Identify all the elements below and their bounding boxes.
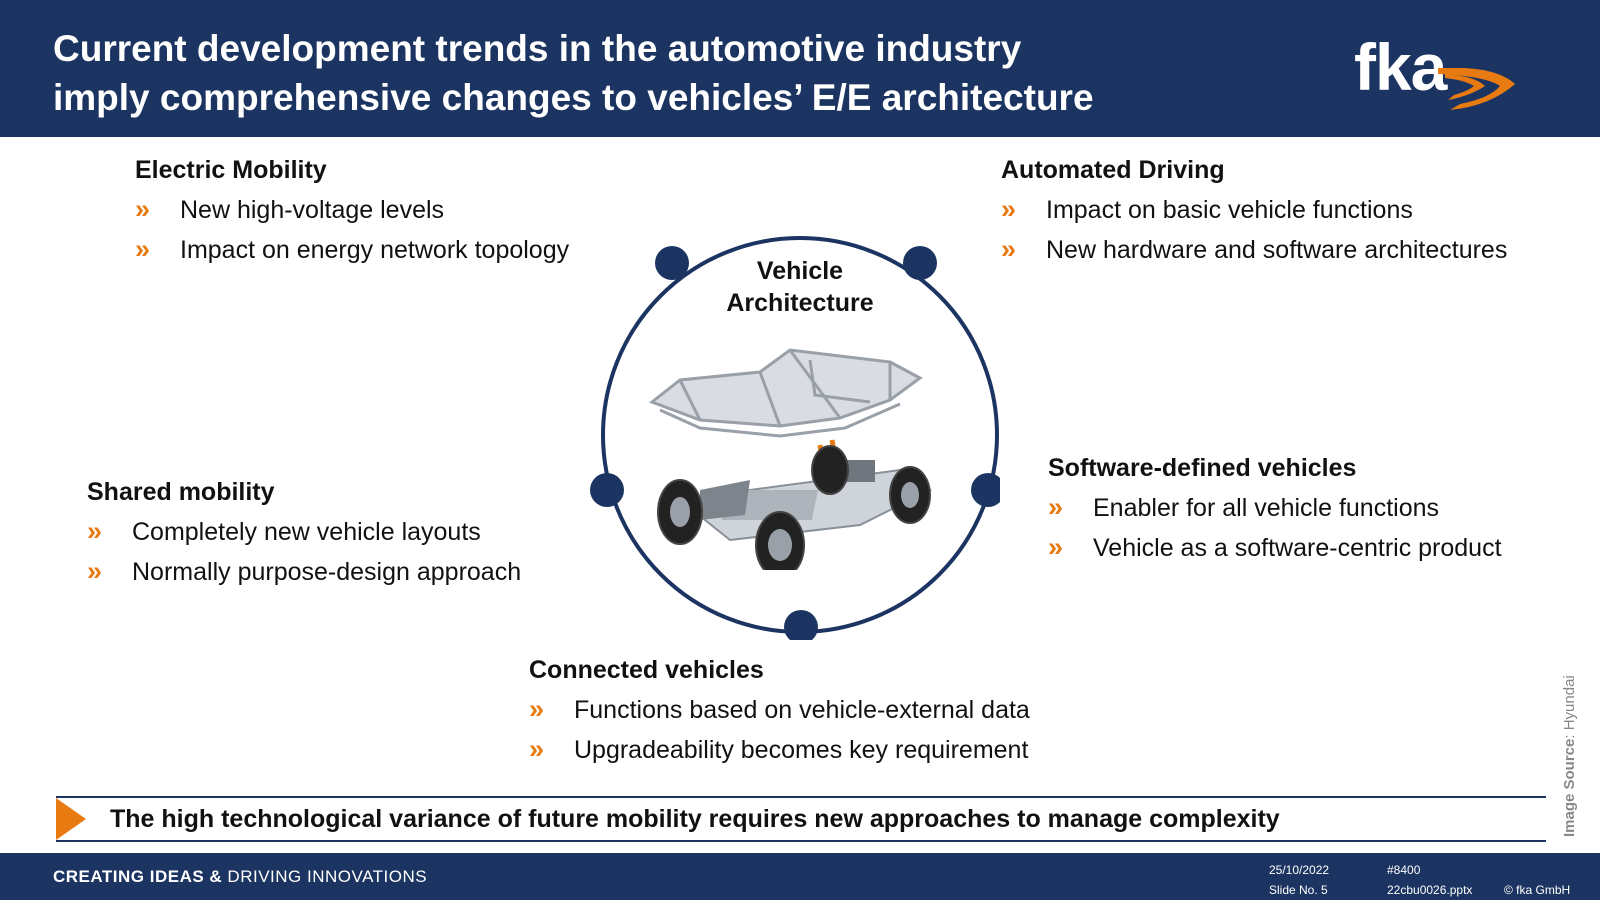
architecture-ring (590, 236, 1000, 640)
trend-connected-vehicles: Connected vehicles »Functions based on v… (529, 656, 1030, 776)
list-item: »Normally purpose-design approach (87, 556, 522, 586)
image-source-credit: Image Source: Hyundai (1561, 675, 1578, 837)
list-item: »New high-voltage levels (135, 194, 445, 224)
chevron-bullet-icon: » (529, 694, 545, 724)
slide-title: Current development trends in the automo… (53, 24, 1303, 122)
trend-title: Connected vehicles (529, 656, 764, 684)
slide-title-line-1: Current development trends in the automo… (53, 28, 1022, 69)
chevron-bullet-icon: » (1048, 492, 1064, 522)
chevron-bullet-icon: » (1001, 234, 1017, 264)
chevron-bullet-icon: » (529, 734, 545, 764)
fka-logo-text: fka (1354, 30, 1447, 104)
ring-node-shared-mobility (590, 473, 624, 507)
conclusion-bar: The high technological variance of futur… (56, 796, 1546, 842)
list-item: »Upgradeability becomes key requirement (529, 734, 1029, 764)
ring-node-software-defined (971, 473, 1000, 507)
list-item: »Completely new vehicle layouts (87, 516, 481, 546)
chevron-bullet-icon: » (135, 194, 151, 224)
chevron-bullet-icon: » (135, 234, 151, 264)
ring-node-connected-vehicles (784, 610, 818, 640)
footer-slide-number: Slide No. 5 (1269, 883, 1328, 897)
play-arrow-icon (56, 798, 86, 840)
chevron-bullet-icon: » (1001, 194, 1017, 224)
chevron-bullet-icon: » (87, 516, 103, 546)
ring-node-automated-driving (903, 246, 937, 280)
list-item: »Enabler for all vehicle functions (1048, 492, 1440, 522)
footer-copyright: © fka GmbH (1504, 883, 1571, 897)
trend-shared-mobility: Shared mobility »Completely new vehicle … (87, 478, 521, 598)
slide-title-line-2: imply comprehensive changes to vehicles’… (53, 77, 1094, 118)
trend-title: Shared mobility (87, 478, 275, 506)
footer-date: 25/10/2022 (1269, 863, 1330, 877)
list-item: »Functions based on vehicle-external dat… (529, 694, 1030, 724)
trend-title: Automated Driving (1001, 156, 1225, 184)
list-item: »Impact on basic vehicle functions (1001, 194, 1413, 224)
header-bar: Current development trends in the automo… (0, 0, 1600, 137)
list-item: »New hardware and software architectures (1001, 234, 1508, 264)
footer-doc-number: #8400 (1387, 863, 1421, 877)
trend-electric-mobility: Electric Mobility »New high-voltage leve… (135, 156, 569, 276)
list-item: »Impact on energy network topology (135, 234, 570, 264)
footer-bar: CREATING IDEAS & DRIVING INNOVATIONS 25/… (0, 853, 1600, 900)
trend-title: Software-defined vehicles (1048, 454, 1357, 482)
chevron-bullet-icon: » (1048, 532, 1064, 562)
vehicle-architecture-label: Vehicle Architecture (726, 257, 874, 317)
conclusion-text: The high technological variance of futur… (110, 805, 1280, 833)
trend-automated-driving: Automated Driving »Impact on basic vehic… (1001, 156, 1507, 276)
chevron-bullet-icon: » (87, 556, 103, 586)
trend-title: Electric Mobility (135, 156, 327, 184)
list-item: »Vehicle as a software-centric product (1048, 532, 1502, 562)
trend-software-defined-vehicles: Software-defined vehicles »Enabler for a… (1048, 454, 1502, 574)
footer-slogan: CREATING IDEAS & DRIVING INNOVATIONS (53, 867, 428, 886)
fka-logo: fka (1350, 34, 1550, 118)
footer-file-name: 22cbu0026.pptx (1387, 883, 1473, 897)
fka-logo-swoosh-icon (1438, 68, 1515, 110)
ring-node-electric-mobility (655, 246, 689, 280)
vehicle-platform-image (648, 348, 932, 570)
